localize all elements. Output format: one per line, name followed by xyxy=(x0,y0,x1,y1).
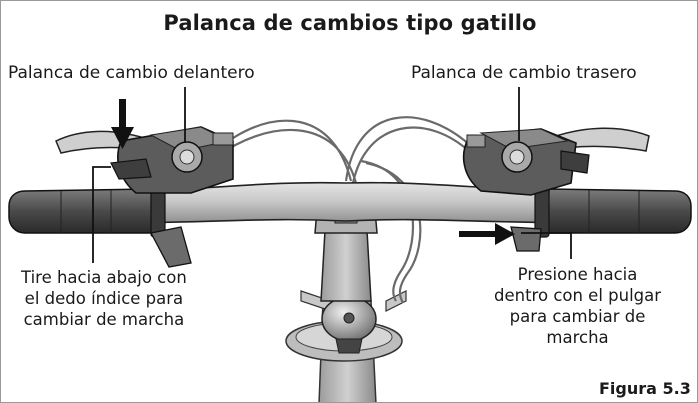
front-shifter xyxy=(110,126,234,268)
thumb-instruction: Presione hacia dentro con el pulgar para… xyxy=(494,265,662,347)
bell xyxy=(300,290,407,354)
pull-down-arrow xyxy=(111,99,134,149)
shift-cables xyxy=(215,116,472,304)
index-finger-instruction: Tire hacia abajo con el dedo índice para… xyxy=(21,268,187,329)
callout-lines xyxy=(92,87,572,263)
figure-title: Palanca de cambios tipo gatillo xyxy=(163,11,537,35)
push-in-arrow xyxy=(459,223,515,245)
right-grip xyxy=(534,186,692,238)
rear-shifter-label: Palanca de cambio trasero xyxy=(411,63,637,83)
figure-number: Figura 5.3 xyxy=(599,379,691,398)
front-shifter-label: Palanca de cambio delantero xyxy=(8,63,255,83)
left-grip xyxy=(8,186,166,238)
rear-shifter xyxy=(462,128,590,252)
